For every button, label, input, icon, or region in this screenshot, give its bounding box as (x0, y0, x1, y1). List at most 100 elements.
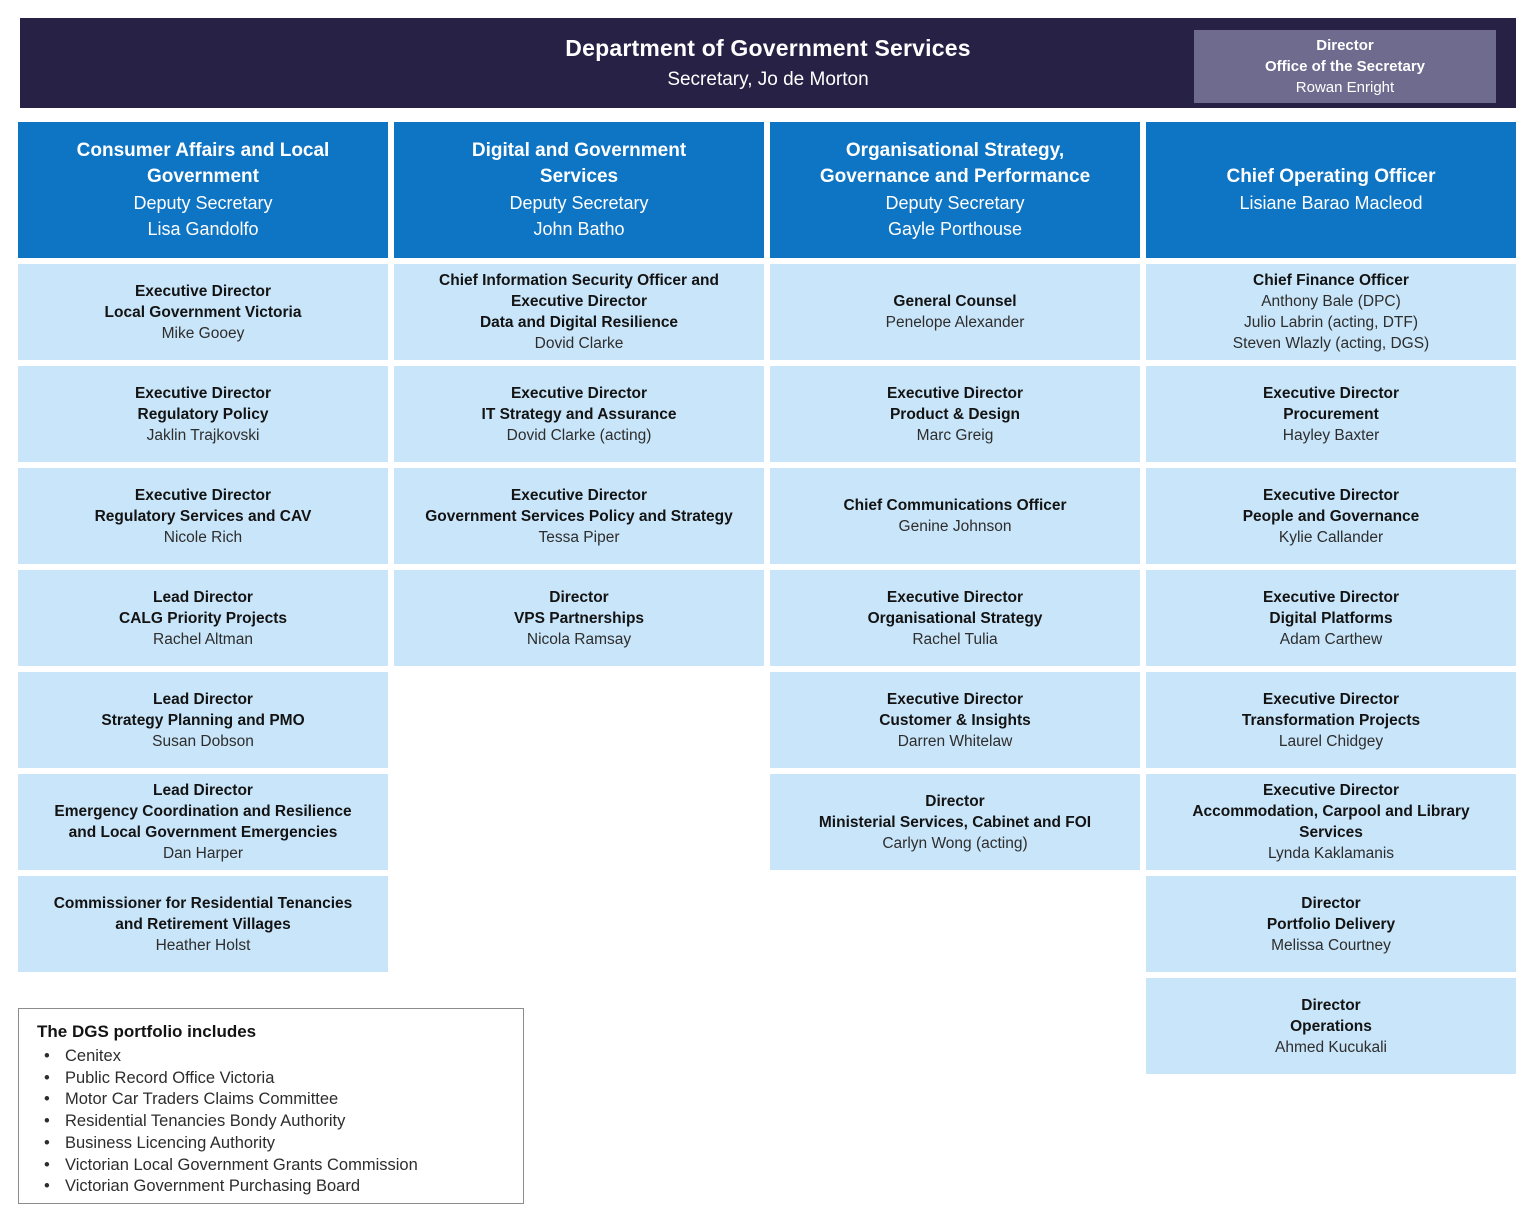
department-header-text: Department of Government Services Secret… (565, 35, 970, 91)
org-box-name: Melissa Courtney (1271, 936, 1391, 954)
org-box-name: Laurel Chidgey (1278, 732, 1384, 750)
portfolio-list-item: Victorian Government Purchasing Board (37, 1176, 505, 1198)
org-box: Chief Finance Officer Anthony Bale (DPC)… (1146, 264, 1516, 360)
org-box: General Counsel Penelope Alexander (770, 264, 1140, 360)
org-box-title: Executive Director IT Strategy and Assur… (481, 384, 677, 423)
column-header-consumer-affairs: Consumer Affairs and Local Government De… (18, 122, 388, 258)
column-subtitle: Lisiane Barao Macleod (1239, 193, 1423, 213)
org-box: Executive Director Customer & Insights D… (770, 672, 1140, 768)
org-box: Commissioner for Residential Tenancies a… (18, 876, 388, 972)
org-box-name: Darren Whitelaw (897, 732, 1013, 750)
org-box-title: Lead Director Emergency Coordination and… (54, 782, 352, 841)
column-consumer-affairs: Consumer Affairs and Local Government De… (18, 122, 388, 1074)
org-box-name: Lynda Kaklamanis (1267, 845, 1395, 862)
org-box: Executive Director Transformation Projec… (1146, 672, 1516, 768)
portfolio-list-item: Cenitex (37, 1046, 505, 1068)
org-box: Executive Director Government Services P… (394, 468, 764, 564)
column-title: Chief Operating Officer (1226, 166, 1436, 187)
org-box-title: Chief Communications Officer (843, 497, 1067, 514)
org-box-name: Rachel Altman (153, 630, 253, 648)
org-box: Chief Information Security Officer and E… (394, 264, 764, 360)
office-of-the-secretary-box: Director Office of the Secretary Rowan E… (1194, 30, 1496, 103)
office-secretary-unit: Office of the Secretary (1264, 58, 1426, 75)
org-box: Lead Director Emergency Coordination and… (18, 774, 388, 870)
column-header-digital-government-services: Digital and Government Services Deputy S… (394, 122, 764, 258)
org-box: Executive Director Local Government Vict… (18, 264, 388, 360)
org-box: Director Operations Ahmed Kucukali (1146, 978, 1516, 1074)
org-box: Executive Director Digital Platforms Ada… (1146, 570, 1516, 666)
org-box-name: Nicola Ramsay (526, 630, 632, 648)
column-title: Digital and Government Services (471, 140, 687, 187)
org-box: Executive Director Regulatory Services a… (18, 468, 388, 564)
org-box-title: Executive Director Digital Platforms (1262, 588, 1400, 627)
column-digital-government-services: Digital and Government Services Deputy S… (394, 122, 764, 1074)
column-title: Organisational Strategy, Governance and … (819, 140, 1091, 187)
column-subtitle: Deputy Secretary John Batho (509, 193, 649, 239)
column-chief-operating-officer: Chief Operating Officer Lisiane Barao Ma… (1146, 122, 1516, 1074)
org-box-title: Executive Director Product & Design (886, 384, 1024, 423)
office-secretary-name: Rowan Enright (1295, 79, 1395, 96)
org-box-name: Hayley Baxter (1282, 426, 1380, 444)
org-box-title: Executive Director Transformation Projec… (1241, 690, 1421, 729)
column-organisational-strategy: Organisational Strategy, Governance and … (770, 122, 1140, 1074)
dgs-portfolio-box: The DGS portfolio includes Cenitex Publi… (18, 1008, 524, 1204)
column-header-chief-operating-officer: Chief Operating Officer Lisiane Barao Ma… (1146, 122, 1516, 258)
org-box-title: Lead Director CALG Priority Projects (119, 588, 287, 627)
org-box-title: Chief Information Security Officer and E… (439, 272, 719, 331)
column-header-organisational-strategy: Organisational Strategy, Governance and … (770, 122, 1140, 258)
org-box: Executive Director Accommodation, Carpoo… (1146, 774, 1516, 870)
org-box: Director Portfolio Delivery Melissa Cour… (1146, 876, 1516, 972)
department-title: Department of Government Services (565, 35, 971, 61)
portfolio-list-item: Business Licencing Authority (37, 1133, 505, 1155)
org-box-name: Dovid Clarke (acting) (506, 426, 652, 444)
org-box-title: Lead Director Strategy Planning and PMO (101, 690, 305, 729)
org-box-title: Executive Director Local Government Vict… (104, 282, 302, 321)
org-box-name: Adam Carthew (1279, 630, 1383, 648)
org-box-title: Director Operations (1290, 996, 1372, 1035)
org-box-title: Executive Director Government Services P… (425, 486, 733, 525)
column-title: Consumer Affairs and Local Government (76, 140, 330, 187)
office-secretary-role: Director (1316, 37, 1374, 54)
column-subtitle: Deputy Secretary Gayle Porthouse (885, 193, 1025, 239)
org-box-title: Director Ministerial Services, Cabinet a… (818, 792, 1092, 831)
org-box-name: Tessa Piper (538, 528, 620, 546)
org-box-name: Dovid Clarke (534, 335, 624, 352)
column-subtitle: Deputy Secretary Lisa Gandolfo (133, 193, 273, 239)
org-box-title: Executive Director Accommodation, Carpoo… (1192, 782, 1470, 841)
org-box: Lead Director CALG Priority Projects Rac… (18, 570, 388, 666)
org-box-name: Jaklin Trajkovski (146, 426, 260, 444)
org-box: Lead Director Strategy Planning and PMO … (18, 672, 388, 768)
org-box: Executive Director People and Governance… (1146, 468, 1516, 564)
org-box: Executive Director Product & Design Marc… (770, 366, 1140, 462)
portfolio-list-item: Public Record Office Victoria (37, 1068, 505, 1090)
org-box-name: Kylie Callander (1278, 528, 1384, 546)
org-box-title: Executive Director Customer & Insights (879, 690, 1031, 729)
org-box: Executive Director Regulatory Policy Jak… (18, 366, 388, 462)
org-box: Chief Communications Officer Genine John… (770, 468, 1140, 564)
org-box-title: General Counsel (893, 293, 1017, 310)
org-box-title: Executive Director People and Governance (1242, 486, 1420, 525)
org-columns: Consumer Affairs and Local Government De… (18, 122, 1516, 1074)
secretary-subtitle: Secretary, Jo de Morton (667, 69, 869, 90)
portfolio-list-item: Residential Tenancies Bondy Authority (37, 1111, 505, 1133)
org-box-title: Executive Director Organisational Strate… (867, 588, 1043, 627)
org-box-name: Anthony Bale (DPC) Julio Labrin (acting,… (1232, 293, 1430, 352)
org-box-title: Executive Director Procurement (1262, 384, 1400, 423)
org-box: Director VPS Partnerships Nicola Ramsay (394, 570, 764, 666)
org-box-title: Director Portfolio Delivery (1266, 894, 1396, 933)
portfolio-title: The DGS portfolio includes (37, 1022, 257, 1041)
org-box-name: Penelope Alexander (885, 314, 1025, 331)
org-box-title: Commissioner for Residential Tenancies a… (53, 894, 353, 933)
org-box-name: Mike Gooey (161, 324, 245, 342)
org-box-title: Chief Finance Officer (1253, 272, 1409, 289)
org-box-name: Rachel Tulia (912, 630, 998, 648)
org-box-name: Genine Johnson (898, 518, 1012, 535)
org-box-name: Ahmed Kucukali (1274, 1038, 1387, 1056)
org-box-title: Executive Director Regulatory Services a… (94, 486, 312, 525)
org-box-name: Heather Holst (155, 936, 251, 954)
portfolio-list-item: Victorian Local Government Grants Commis… (37, 1155, 505, 1177)
department-header: Department of Government Services Secret… (20, 18, 1516, 108)
org-box-title: Executive Director Regulatory Policy (134, 384, 272, 423)
org-box: Director Ministerial Services, Cabinet a… (770, 774, 1140, 870)
